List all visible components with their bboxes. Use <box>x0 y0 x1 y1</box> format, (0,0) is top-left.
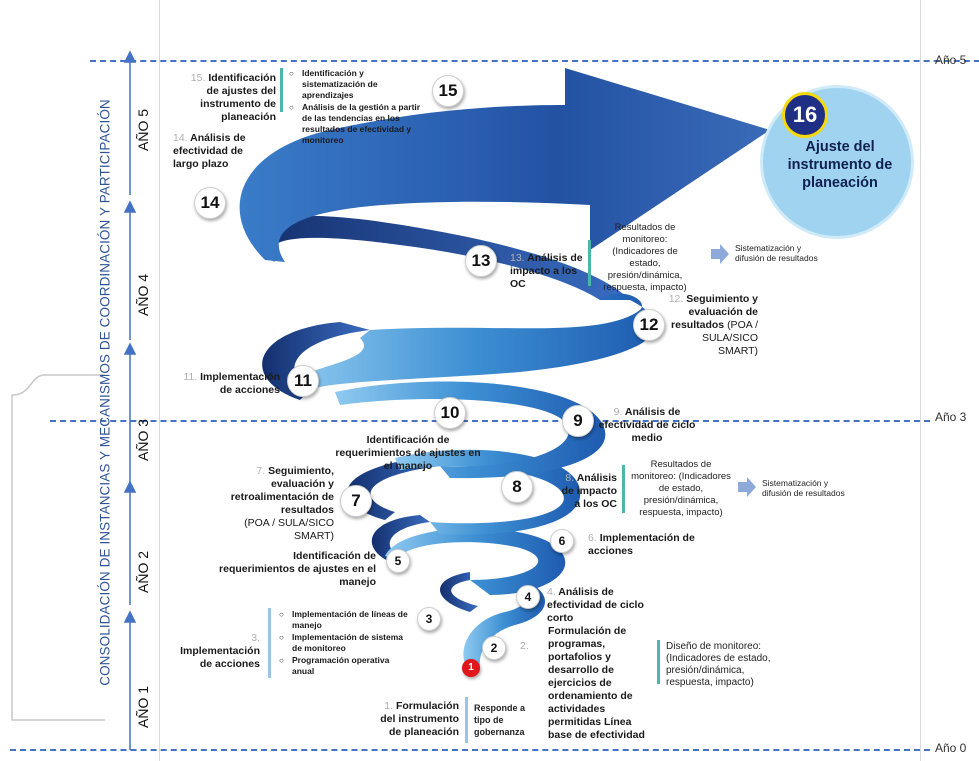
step-15-num: 15. <box>190 72 206 84</box>
step-7-num: 7. <box>256 465 266 477</box>
circle-14: 14 <box>194 187 226 219</box>
circle-12: 12 <box>633 309 665 341</box>
step-14-text: Análisis de efectividad de largo plazo <box>173 132 246 170</box>
step-1-note: Responde a tipo de gobernanza <box>474 703 526 737</box>
step-3-bullet-3: Programación operativa anual <box>279 655 408 677</box>
circle-3: 3 <box>417 607 441 631</box>
left-bracket-shape <box>11 374 105 721</box>
circle-1: 1 <box>462 659 480 677</box>
circle-9: 9 <box>562 405 594 437</box>
circle-16: 16 <box>782 92 828 138</box>
step-15: 15. Identificación de ajustes del instru… <box>180 72 276 124</box>
step-1-num: 1. <box>384 700 394 712</box>
step-11: 11. Implementación de acciones <box>182 371 280 397</box>
step-4: 4. Análisis de efectividad de ciclo cort… <box>547 586 667 625</box>
circle-4: 4 <box>516 585 540 609</box>
step-15-bullet-1: Identificación y sistematización de apre… <box>289 68 428 101</box>
step-12-num: 12. <box>668 293 684 305</box>
step-15-bullet-2: Análisis de la gestión a partir de las t… <box>289 102 428 146</box>
circle-6: 6 <box>550 529 574 553</box>
step-14: 14. Análisis de efectividad de largo pla… <box>173 132 263 171</box>
step-16-text: Ajuste del instrumento de planeación <box>787 139 893 191</box>
step-4-num: 4. <box>547 586 556 598</box>
step-1: 1. Formulación del instrumento de planea… <box>375 700 459 739</box>
step-3-text: Implementación de acciones <box>180 645 260 670</box>
step-2-num-wrap: 2. <box>520 640 529 653</box>
step-3: 3. Implementación de acciones <box>178 632 260 671</box>
step-13-result: Sistematización y difusión de resultados <box>735 243 818 263</box>
step-8-text: Análisis de impacto a los OC <box>561 472 617 510</box>
circle-5: 5 <box>386 549 410 573</box>
circle-2: 2 <box>482 636 506 660</box>
step-2-text: Formulación de programas, portafolios y … <box>548 625 645 741</box>
step-13-num: 13. <box>510 252 525 264</box>
right-guide-line <box>920 0 921 761</box>
step-15-text: Identificación de ajustes del instrument… <box>200 72 276 123</box>
step-9-text: Análisis de efectividad de ciclo medio <box>598 406 696 444</box>
step-4-text: Análisis de efectividad de ciclo corto <box>547 586 644 624</box>
step-3-bullets: Implementación de líneas de manejo Imple… <box>278 609 408 678</box>
step-11-num: 11. <box>183 371 198 383</box>
step-15-bar <box>280 68 283 112</box>
step-12: 12. Seguimiento y evaluación de resultad… <box>668 293 758 358</box>
step-8-note: Resultados de monitoreo: (Indicadores de… <box>631 459 731 518</box>
year-5-label: Año 5 <box>935 53 967 67</box>
step-3-bar <box>268 608 271 678</box>
step-2-bar <box>657 640 660 684</box>
year-axis-arrows <box>123 50 137 750</box>
step-13: 13. Análisis de impacto a los OC <box>510 252 586 291</box>
step-13-text: Análisis de impacto a los OC <box>510 252 583 290</box>
circle-11: 11 <box>287 365 319 397</box>
step-3-num: 3. <box>251 632 260 644</box>
step-8-arrow-icon <box>738 477 756 497</box>
circle-7: 7 <box>340 485 372 517</box>
step-2-num: 2. <box>520 640 529 652</box>
circle-8: 8 <box>501 471 533 503</box>
year-3-line <box>50 420 930 422</box>
step-9: 9. Análisis de efectividad de ciclo medi… <box>597 406 697 445</box>
circle-10: 10 <box>434 397 466 429</box>
year-3-label: Año 3 <box>935 410 967 424</box>
step-8-result: Sistematización y difusión de resultados <box>762 478 845 498</box>
year-0-line <box>10 749 930 751</box>
circle-15: 15 <box>432 75 464 107</box>
step-2-note: Diseño de monitoreo: (Indicadores de est… <box>666 641 771 688</box>
step-14-num: 14. <box>173 132 188 144</box>
step-3-bullet-2: Implementación de sistema de monitoreo <box>279 632 408 654</box>
step-6-num: 6. <box>588 532 597 544</box>
step-8-bar <box>622 465 625 513</box>
year-0-label: Año 0 <box>935 741 967 755</box>
step-8-num: 8. <box>565 472 575 484</box>
step-15-bullets: Identificación y sistematización de apre… <box>288 68 428 147</box>
step-12-text: Seguimiento y evaluación de resultados <box>671 293 758 331</box>
step-7: 7. Seguimiento, evaluación y retroalimen… <box>206 465 334 543</box>
step-5-text: Identificación de requerimientos de ajus… <box>219 550 376 588</box>
circle-13: 13 <box>465 245 497 277</box>
step-1-text: Formulación del instrumento de planeació… <box>380 700 459 738</box>
step-13-arrow-icon <box>711 244 729 264</box>
step-9-num: 9. <box>613 406 623 418</box>
year-5-line <box>90 60 979 62</box>
step-13-bar <box>588 240 591 286</box>
step-3-bullet-1: Implementación de líneas de manejo <box>279 609 408 631</box>
step-6-text: Implementación de acciones <box>588 532 695 557</box>
step-13-note: Resultados de monitoreo: (Indicadores de… <box>603 222 687 293</box>
step-1-bar <box>465 697 468 743</box>
step-7-sub: (POA / SULA/SICO SMART) <box>244 517 334 542</box>
step-11-text: Implementación de acciones <box>200 371 280 396</box>
step-10-text: Identificación de requerimientos de ajus… <box>335 434 481 472</box>
left-guide-line <box>159 0 160 761</box>
step-12-sub: (POA / SULA/SICO SMART) <box>701 319 758 357</box>
step-8: 8. Análisis de impacto a los OC <box>553 472 617 511</box>
step-7-text: Seguimiento, evaluación y retroalimentac… <box>230 465 334 516</box>
step-6: 6. Implementación de acciones <box>588 532 698 558</box>
